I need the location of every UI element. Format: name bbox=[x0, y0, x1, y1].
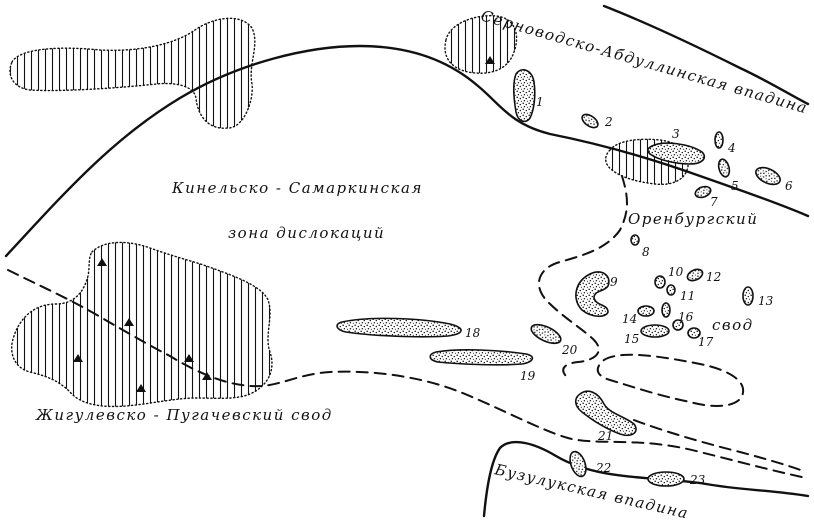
field-number: 8 bbox=[642, 245, 650, 259]
field-number: 3 bbox=[672, 127, 680, 141]
field-16b bbox=[672, 319, 684, 331]
field-9 bbox=[575, 271, 610, 318]
field-number: 7 bbox=[710, 195, 718, 209]
field-number: 18 bbox=[465, 326, 481, 340]
field-19 bbox=[429, 349, 534, 366]
field-number: 13 bbox=[758, 294, 774, 308]
field-number: 9 bbox=[610, 275, 618, 289]
field-17 bbox=[687, 327, 701, 339]
field-number: 21 bbox=[597, 429, 613, 443]
hatched-area-zhigulevsk bbox=[11, 241, 273, 408]
field-7 bbox=[694, 185, 712, 199]
label-orenburg-2: свод bbox=[712, 316, 754, 334]
field-number: 6 bbox=[785, 179, 793, 193]
field-3 bbox=[647, 142, 706, 165]
triangle-icon bbox=[73, 354, 83, 362]
dashed-boundary-orenburg-west bbox=[538, 175, 628, 381]
field-4 bbox=[714, 131, 724, 149]
field-8 bbox=[630, 234, 640, 246]
label-kinel-2: зона дислокаций bbox=[228, 224, 385, 242]
label-zhigulevsk: Жигулевско - Пугачевский свод bbox=[35, 406, 333, 424]
boundary-sernovodsk bbox=[602, 4, 810, 106]
field-1 bbox=[512, 69, 536, 123]
field-number: 1 bbox=[536, 95, 544, 109]
field-number: 17 bbox=[698, 335, 714, 349]
triangle-icon bbox=[184, 354, 194, 362]
field-13 bbox=[742, 286, 754, 306]
field-16 bbox=[661, 302, 671, 318]
triangle-icon bbox=[124, 318, 134, 326]
field-11 bbox=[666, 284, 676, 296]
field-number: 5 bbox=[731, 179, 739, 193]
field-12 bbox=[686, 268, 704, 282]
dashed-boundary-zhigulevsk bbox=[7, 269, 807, 479]
field-21 bbox=[574, 390, 637, 437]
field-number: 10 bbox=[668, 265, 684, 279]
field-number: 19 bbox=[520, 369, 536, 383]
label-kinel: Кинельско - Самаркинская bbox=[171, 179, 423, 197]
field-number: 12 bbox=[706, 270, 721, 284]
field-number: 11 bbox=[680, 289, 695, 303]
field-18 bbox=[336, 317, 462, 338]
field-6 bbox=[755, 166, 781, 186]
field-15 bbox=[640, 324, 670, 338]
dashed-boundary-orenburg-loop bbox=[596, 353, 745, 407]
hatched-area-nw bbox=[9, 17, 256, 129]
triangle-icon bbox=[136, 384, 146, 392]
field-14 bbox=[637, 305, 655, 317]
boundary-main-arc bbox=[4, 44, 810, 258]
triangle-icon bbox=[202, 372, 212, 380]
field-5 bbox=[717, 158, 731, 178]
field-10 bbox=[654, 275, 666, 289]
triangle-icon bbox=[485, 56, 495, 64]
field-number: 4 bbox=[727, 141, 736, 155]
field-number: 20 bbox=[561, 343, 578, 357]
field-number: 14 bbox=[622, 312, 637, 326]
field-number: 2 bbox=[604, 115, 613, 129]
field-number: 22 bbox=[595, 461, 611, 475]
field-22 bbox=[569, 450, 587, 478]
field-number: 16 bbox=[678, 310, 694, 324]
field-20 bbox=[530, 323, 562, 345]
dashed-boundary-east bbox=[633, 419, 807, 473]
label-orenburg: Оренбургский bbox=[628, 210, 758, 228]
field-23 bbox=[647, 471, 685, 487]
field-2 bbox=[581, 113, 599, 129]
field-number: 15 bbox=[624, 332, 639, 346]
field-number: 23 bbox=[689, 473, 706, 487]
hatched-area-n bbox=[444, 15, 518, 74]
triangle-icon bbox=[97, 258, 107, 266]
